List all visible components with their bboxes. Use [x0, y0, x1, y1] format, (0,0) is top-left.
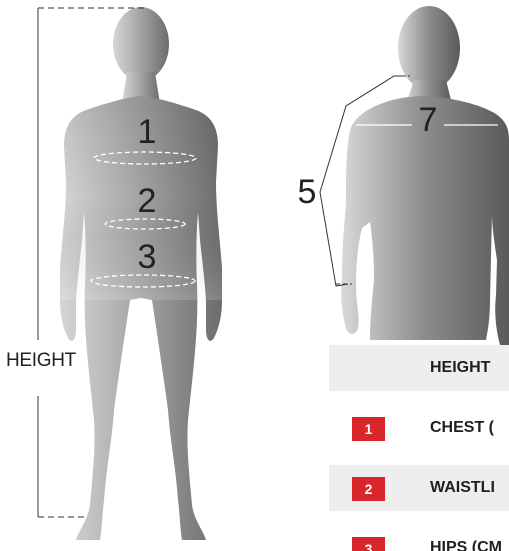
row-label: HEIGHT [430, 345, 490, 391]
row-badge: 2 [352, 477, 385, 501]
row-label: CHEST ( [430, 405, 494, 451]
table-row-height: HEIGHT [329, 345, 509, 391]
size-table: HEIGHT 1 CHEST ( 2 WAISTLI 3 HIPS (CM [329, 345, 509, 551]
side-mannequin: 7 5 [298, 6, 509, 345]
marker-sleeve: 5 [298, 173, 317, 211]
table-row-chest: 1 CHEST ( [329, 405, 509, 451]
height-label: HEIGHT [6, 350, 77, 371]
marker-hips: 3 [138, 238, 157, 276]
marker-chest: 1 [138, 113, 157, 151]
table-row-waist: 2 WAISTLI [329, 465, 509, 511]
row-badge: 3 [352, 537, 385, 551]
marker-waist: 2 [138, 182, 157, 220]
front-mannequin: 1 2 3 HEIGHT [6, 7, 222, 540]
row-badge: 1 [352, 417, 385, 441]
row-label: HIPS (CM [430, 525, 502, 551]
table-row-hips: 3 HIPS (CM [329, 525, 509, 551]
row-label: WAISTLI [430, 465, 495, 511]
marker-shoulder: 7 [419, 101, 438, 139]
